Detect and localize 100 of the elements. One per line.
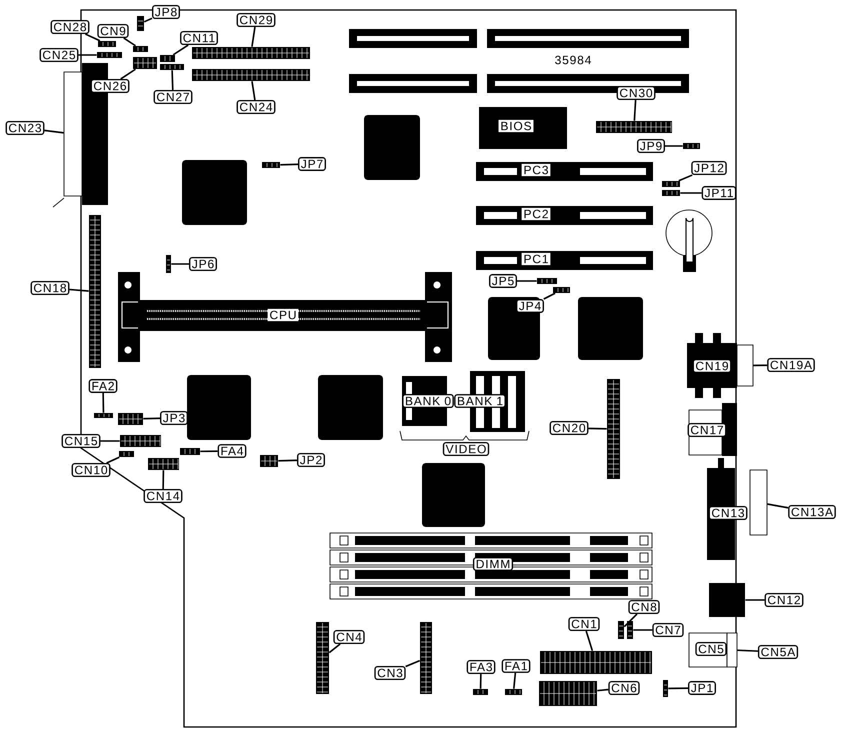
pin-header [316,622,329,694]
label-box: JP4 [516,299,544,313]
pin-header [262,162,280,168]
label-box: JP12 [691,160,727,176]
pin-header [133,46,148,52]
label-box: CN12 [764,592,804,608]
leader-line [120,68,136,80]
label-box: FA1 [502,659,530,673]
pin-header [120,435,161,447]
label-box: FA2 [88,379,118,393]
leader-line [745,599,765,601]
leader-line [633,629,652,631]
component-label: CPU [268,308,298,322]
label-box: CN1 [568,616,600,632]
label-box: CN30 [616,86,656,100]
label-box: JP5 [489,274,517,288]
label-box: JP2 [297,452,325,468]
label-box: CN24 [236,100,276,114]
board-number: 35984 [555,56,591,64]
label-box: CN8 [628,600,660,614]
component-label: VIDEO [442,442,490,456]
label-box: JP9 [637,138,665,154]
leader-line [78,54,97,56]
connector-shell [726,632,738,668]
component-label: BANK 1 [454,394,506,408]
pin-header [137,16,144,31]
leader-line [516,280,537,282]
leader-line [251,81,256,100]
label-box: CN26 [90,78,130,94]
label-box: CN3 [374,666,406,680]
pin-header [260,455,278,467]
pin-header [118,413,143,425]
pin-header [94,413,113,418]
label-box: JP8 [152,4,180,20]
connector-shell [750,470,768,536]
pin-header [505,689,522,695]
leader-line [162,470,164,489]
component-label: PC3 [522,164,550,176]
pin-header [148,458,179,470]
pin-header [539,681,597,706]
label-box: CN6 [608,680,640,696]
leader-line [543,292,556,300]
label-box: JP6 [189,256,217,272]
leader-line [588,428,607,430]
leader-line [665,145,683,147]
label-box: CN27 [154,90,192,104]
pin-header [89,215,101,368]
label-box: CN7 [652,622,684,638]
label-box: CN10 [72,462,110,478]
leader-line [278,460,298,462]
pin-header [662,181,680,187]
pin-header [618,621,624,639]
leader-line [106,456,120,464]
pin-header [160,55,175,62]
pin-header [420,622,432,694]
leader-line [200,450,218,452]
leader-line [753,364,768,366]
leader-line [143,418,160,420]
leader-line [171,70,174,90]
label-box: CN15 [62,434,100,448]
leader-line [634,100,636,121]
leader-line [624,613,638,628]
leader-line [680,192,702,194]
leader-line [513,672,516,689]
label-box: CN5A [758,644,798,660]
label-box: JP3 [160,410,188,426]
connector-shell [736,344,754,386]
label-box: JP7 [298,157,326,171]
leader-line [767,503,788,509]
label-box: JP1 [688,681,716,695]
leader-line [668,687,688,690]
leader-line [85,33,100,42]
component-label: PC2 [522,208,550,220]
label-box: JP11 [702,186,736,200]
label-box: CN9 [97,24,129,38]
leader-line [44,130,64,134]
component-label: CN19 [692,358,732,374]
label-box: CN25 [40,48,78,62]
pin-header [192,47,310,59]
component-label: DIMM [472,557,514,571]
leader-line [171,263,190,265]
label-box: CN18 [30,280,70,296]
label-box: CN28 [50,20,90,34]
leader-line [737,649,758,652]
leader-line [100,440,120,442]
pin-header [97,52,122,58]
pin-header [627,621,633,639]
label-box: CN13A [788,504,836,520]
label-box: FA4 [218,444,246,458]
connector-port [709,583,745,617]
pin-header [662,190,680,196]
leader-line [328,643,341,654]
pin-header [98,41,116,47]
pin-header [540,651,652,674]
component-label: CN5 [695,642,727,656]
label-box: FA3 [466,660,496,674]
label-box: CN20 [550,420,588,436]
label-box: CN11 [180,30,218,46]
leader-line [144,18,152,23]
pin-header [192,69,310,81]
